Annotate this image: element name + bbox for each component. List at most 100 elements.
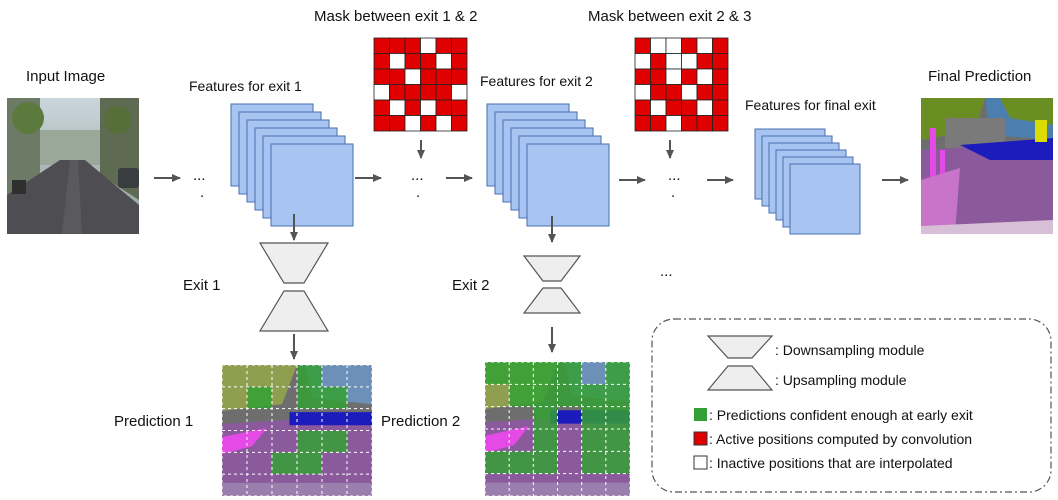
mask-12-inactive-cell <box>404 115 421 132</box>
legend-upsampling-text: : Upsampling module <box>775 372 907 388</box>
mask-23-grid <box>634 37 729 132</box>
mask-12-inactive-cell <box>420 99 437 116</box>
prediction2-label: Prediction 2 <box>381 413 460 430</box>
mask-12-inactive-cell <box>389 99 406 116</box>
legend-inactive-text: : Inactive positions that are interpolat… <box>709 455 953 471</box>
mask-12-active-cell <box>389 115 406 132</box>
prediction1-confident-cell <box>247 386 272 409</box>
mask-23-active-cell <box>634 37 651 54</box>
mask-23-active-cell <box>681 115 698 132</box>
prediction1-label: Prediction 1 <box>114 413 193 430</box>
prediction2-confident-cell <box>581 429 606 452</box>
features-exit1-stack <box>230 103 354 227</box>
input-image <box>7 98 139 234</box>
mask-23-inactive-cell <box>665 37 682 54</box>
prediction2-confident-cell <box>605 429 630 452</box>
mask-12-active-cell <box>435 99 452 116</box>
prediction2-confident-cell <box>533 384 558 407</box>
legend-confident-swatch <box>694 408 707 421</box>
prediction1-confident-cell <box>297 452 322 475</box>
mask-12-active-cell <box>451 115 468 132</box>
mask-23-active-cell <box>696 53 713 70</box>
mask-12-inactive-cell <box>404 68 421 85</box>
features-exit2-layer <box>526 143 610 227</box>
mask-23-active-cell <box>712 84 729 101</box>
mask-23-title: Mask between exit 2 & 3 <box>588 8 751 25</box>
prediction2-confident-cell <box>533 406 558 429</box>
mask-12-active-cell <box>451 99 468 116</box>
mask-23-active-cell <box>712 99 729 116</box>
mask-23-active-cell <box>665 99 682 116</box>
mask-12-active-cell <box>373 115 390 132</box>
prediction2-confident-cell <box>485 451 510 474</box>
legend-active-swatch <box>693 431 708 446</box>
prediction2-confident-cell <box>485 362 510 385</box>
features-exit1-layer <box>270 143 354 227</box>
legend-downsampling-icon <box>706 335 774 359</box>
mask-23-inactive-cell <box>681 53 698 70</box>
mask-23-active-cell <box>696 84 713 101</box>
mask-12-active-cell <box>404 84 421 101</box>
mask-12-inactive-cell <box>373 84 390 101</box>
mask-23-active-cell <box>681 99 698 116</box>
mask-23-active-cell <box>634 99 651 116</box>
prediction2-confident-cell <box>605 451 630 474</box>
mask-12-active-cell <box>451 37 468 54</box>
prediction1-image <box>221 364 373 497</box>
ellipsis-2: ... <box>411 167 424 184</box>
legend-active-text: : Active positions computed by convoluti… <box>709 431 972 447</box>
mask-12-active-cell <box>389 37 406 54</box>
prediction2-confident-cell <box>605 384 630 407</box>
features-exit2-title: Features for exit 2 <box>480 73 593 89</box>
mask-23-inactive-cell <box>650 37 667 54</box>
mask-23-inactive-cell <box>665 68 682 85</box>
mask-23-active-cell <box>650 53 667 70</box>
mask-12-active-cell <box>420 115 437 132</box>
mask-12-active-cell <box>420 68 437 85</box>
ellipsis-3: ... <box>668 167 681 184</box>
legend-downsampling-text: : Downsampling module <box>775 342 925 358</box>
mask-23-active-cell <box>634 68 651 85</box>
ellipsis-1: ... <box>193 167 206 184</box>
mask-23-active-cell <box>712 37 729 54</box>
prediction2-confident-cell <box>557 362 582 385</box>
features-exit1-title: Features for exit 1 <box>189 78 302 94</box>
mask-12-active-cell <box>451 53 468 70</box>
mask-12-title: Mask between exit 1 & 2 <box>314 8 477 25</box>
prediction2-border <box>484 361 631 497</box>
mask-23-inactive-cell <box>634 53 651 70</box>
dot-1: . <box>200 184 204 201</box>
mask-23-active-cell <box>712 53 729 70</box>
prediction1-confident-cell <box>272 452 297 475</box>
prediction2-confident-cell <box>605 406 630 429</box>
exit2-downsampling-icon <box>522 255 582 282</box>
mask-23-active-cell <box>665 84 682 101</box>
prediction1-sidewalk <box>222 427 267 455</box>
mask-12-active-cell <box>373 53 390 70</box>
mask-12-inactive-cell <box>435 115 452 132</box>
mask-12-active-cell <box>404 37 421 54</box>
mask-23-active-cell <box>681 68 698 85</box>
exit2-label: Exit 2 <box>452 277 490 294</box>
legend: : Downsampling module : Upsampling modul… <box>651 318 1052 493</box>
mask-23-inactive-cell <box>696 99 713 116</box>
prediction1-confident-cell <box>297 365 322 387</box>
mask-12-active-cell <box>404 53 421 70</box>
mask-12-active-cell <box>435 68 452 85</box>
prediction2-confident-cell <box>533 429 558 452</box>
features-exit2-stack <box>486 103 610 227</box>
mask-23-active-cell <box>712 115 729 132</box>
mask-12-active-cell <box>373 99 390 116</box>
mask-12-active-cell <box>389 84 406 101</box>
mask-23-active-cell <box>650 115 667 132</box>
legend-inactive-swatch <box>693 455 708 470</box>
legend-box <box>651 318 1052 493</box>
mask-12-active-cell <box>420 84 437 101</box>
legend-upsampling-icon <box>706 365 774 391</box>
exit1-upsampling-icon <box>258 290 330 332</box>
mask-23-active-cell <box>634 115 651 132</box>
legend-confident-text: : Predictions confident enough at early … <box>709 407 973 423</box>
prediction1-confident-cell <box>322 386 347 409</box>
features-final-layer <box>789 163 861 235</box>
